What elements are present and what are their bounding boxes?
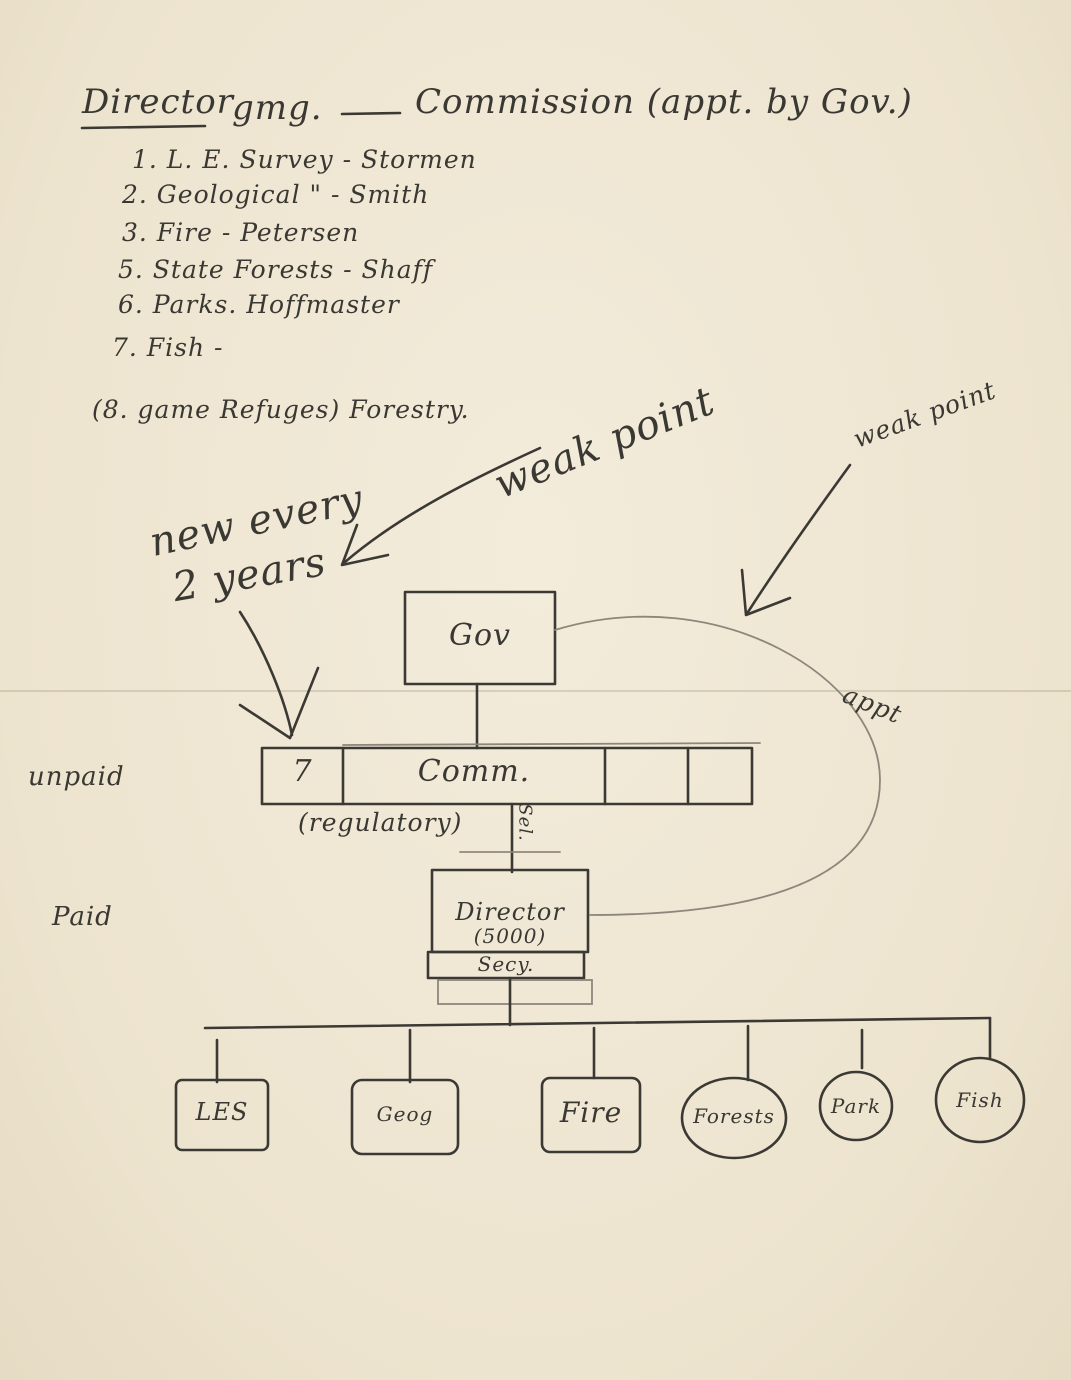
list-item: 3. Fire - Petersen: [122, 218, 360, 247]
list-item: (8. game Refuges) Forestry.: [92, 395, 470, 424]
commission-count: 7: [292, 754, 313, 789]
secy-box-2: [437, 979, 593, 1005]
weak-point-arrow-1: [343, 446, 542, 564]
forests-oval: [680, 1076, 788, 1160]
paid-label: Paid: [52, 902, 113, 932]
weak-point-arrow-2: [746, 463, 852, 614]
secy-box: [426, 950, 586, 980]
gov-label: Gov: [449, 618, 511, 653]
list-item: 1. L. E. Survey - Stormen: [132, 145, 477, 174]
commission-row: [260, 746, 754, 806]
commission-extra-line: [342, 742, 761, 746]
heading-dash: [340, 111, 402, 116]
division-park: Park: [830, 1094, 882, 1118]
division-fish: Fish: [956, 1088, 1004, 1112]
list-item: 7. Fish -: [112, 333, 224, 362]
division-forests: Forests: [693, 1104, 775, 1128]
fish-oval: [934, 1056, 1026, 1144]
commission-label: Comm.: [417, 754, 531, 789]
regulatory-label: (regulatory): [298, 808, 463, 837]
heading-commission: Commission (appt. by Gov.): [415, 82, 913, 122]
director-salary: (5000): [473, 924, 547, 948]
two-years-arrow: [238, 610, 294, 737]
park-oval: [818, 1070, 894, 1142]
heading-director: Director: [82, 82, 234, 122]
division-fire: Fire: [559, 1096, 623, 1129]
director-label: Director: [455, 898, 565, 926]
heading-underline: [80, 124, 207, 130]
division-bus: [203, 1016, 992, 1030]
list-item: 2. Geological " - Smith: [122, 180, 430, 209]
appt-curve: [554, 615, 881, 916]
unpaid-label: unpaid: [28, 762, 125, 792]
les-box: [174, 1078, 270, 1152]
sel-label: Sel.: [514, 803, 536, 842]
division-geog: Geog: [376, 1102, 434, 1126]
division-les: LES: [195, 1098, 249, 1126]
weak-point-arrowhead-1: [340, 523, 390, 567]
list-item: 5. State Forests - Shaff: [118, 255, 434, 284]
paper-fold: [0, 690, 1071, 692]
list-item: 6. Parks. Hoffmaster: [118, 290, 400, 319]
two-years-arrowhead: [238, 666, 320, 740]
weak-point-arrowhead-2: [740, 568, 792, 617]
fire-box: [540, 1076, 642, 1154]
heading-mgmt: gmg.: [232, 88, 323, 128]
secy-label: Secy.: [477, 952, 535, 976]
geog-box: [350, 1078, 460, 1156]
gov-box: [403, 590, 557, 686]
